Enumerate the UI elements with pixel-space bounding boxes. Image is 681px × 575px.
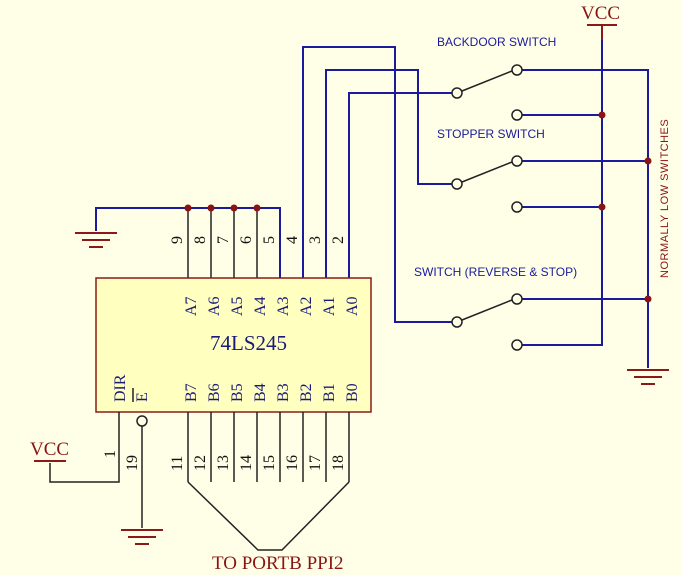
reverse-stop-switch-label: SWITCH (REVERSE & STOP) (414, 265, 577, 279)
portb-bus (187, 412, 350, 551)
pin-name: A0 (344, 296, 361, 316)
pin-name: B1 (321, 383, 338, 402)
junction-dot (230, 204, 238, 212)
vcc-top-symbol (587, 24, 617, 40)
pin-number: 9 (169, 236, 186, 244)
pin-name: B6 (206, 383, 223, 402)
to-portb-label: TO PORTB PPI2 (212, 553, 344, 574)
pin-number: 1 (102, 450, 119, 458)
junction-dot (598, 111, 606, 119)
top-pin-names: A7 A6 A5 A4 A3 A2 A1 A0 (183, 296, 361, 316)
chip-name: 74LS245 (210, 331, 287, 355)
chip-74ls245-body (95, 277, 372, 413)
dir-pin-name: DIR (112, 374, 129, 402)
pin-number: 5 (261, 236, 278, 244)
pin-name: A2 (298, 296, 315, 316)
a2-to-reverse-switch-wire (302, 46, 452, 323)
pin-name: A5 (229, 296, 246, 316)
pin-number: 12 (192, 455, 209, 471)
vcc-bus (517, 40, 603, 346)
pin-number: 14 (238, 455, 255, 471)
pin-name: B4 (252, 383, 269, 402)
unused-inputs-pins (187, 208, 258, 278)
vcc-top-label: VCC (581, 3, 620, 24)
stopper-switch (451, 155, 523, 213)
backdoor-switch-label: BACKDOOR SWITCH (437, 35, 556, 49)
pin-number: 17 (307, 455, 324, 471)
pin-name: A6 (206, 296, 223, 316)
pin-name: A3 (275, 296, 292, 316)
top-pin-numbers: 9 8 7 6 5 4 3 2 (169, 236, 347, 244)
backdoor-switch (451, 64, 523, 121)
pin-number: 18 (330, 455, 347, 471)
junction-dot (184, 204, 192, 212)
pin-number: 4 (284, 236, 301, 244)
pin-name: B2 (298, 383, 315, 402)
junction-dot (598, 203, 606, 211)
pin-name: B0 (344, 383, 361, 402)
a0-to-backdoor-switch-wire (348, 92, 452, 278)
junction-dot (644, 157, 652, 165)
enable-inversion-bubble (136, 415, 148, 427)
pin-number: 8 (192, 236, 209, 244)
ground-bus (517, 69, 649, 368)
ground-left-bottom-symbol (121, 529, 163, 545)
pin-number: 6 (238, 236, 255, 244)
pin-number: 19 (124, 455, 141, 471)
pin-number: 3 (307, 236, 324, 244)
a1-to-stopper-switch-wire (325, 69, 452, 278)
pin-number: 13 (215, 455, 232, 471)
pin-name: B3 (275, 383, 292, 402)
pin-name: A4 (252, 296, 269, 316)
bottom-pin-names: B7 B6 B5 B4 B3 B2 B1 B0 (183, 383, 361, 402)
normally-low-label: NORMALLY LOW SWITCHES (659, 119, 671, 278)
junction-dot (253, 204, 261, 212)
pin-name: A7 (183, 296, 200, 316)
dir-pin-wire (49, 412, 120, 483)
pin-number: 2 (330, 236, 347, 244)
reverse-stop-switch (451, 293, 523, 351)
pin-name: B7 (183, 383, 200, 402)
ground-right-symbol (627, 369, 669, 385)
bottom-pin-numbers: 11 12 13 14 15 16 17 18 1 19 (102, 450, 347, 471)
enable-pin-name: E (134, 392, 151, 402)
pin-number: 15 (261, 455, 278, 471)
pin-number: 7 (215, 236, 232, 244)
pin-name: A1 (321, 296, 338, 316)
stopper-switch-label: STOPPER SWITCH (437, 127, 545, 141)
junction-dot (207, 204, 215, 212)
pin-name: B5 (229, 383, 246, 402)
pin-number: 16 (284, 455, 301, 471)
junction-dot (644, 295, 652, 303)
vcc-left-label: VCC (30, 439, 69, 460)
ground-left-top-symbol (75, 232, 117, 248)
pin-number: 11 (169, 456, 186, 471)
